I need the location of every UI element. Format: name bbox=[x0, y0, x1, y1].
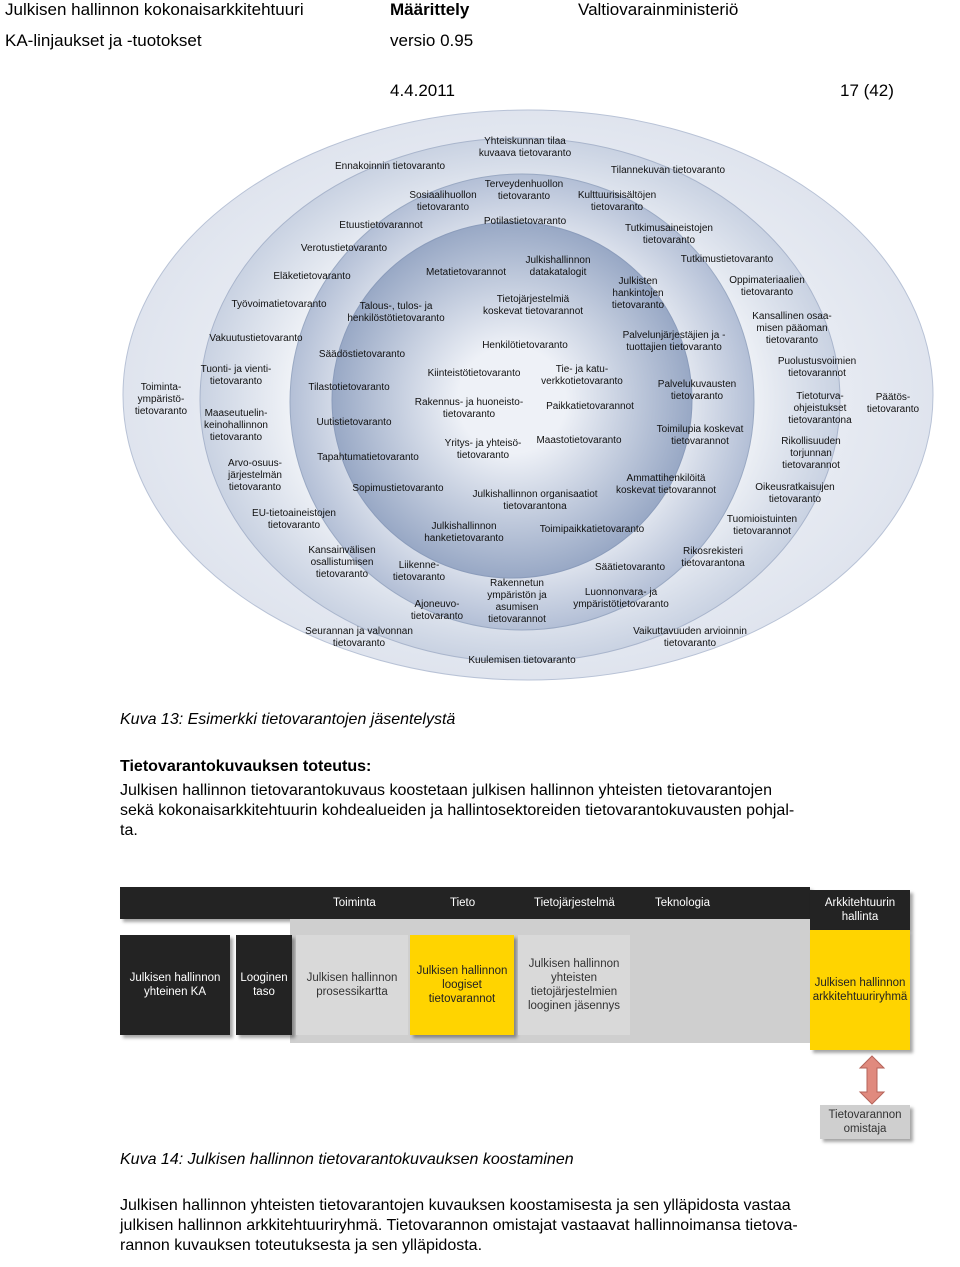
tietovaranto-label: Tapahtumatietovaranto bbox=[317, 452, 419, 463]
tietovaranto-label: Julkisten hankintojen tietovaranto bbox=[611, 276, 665, 311]
page-number: 17 (42) bbox=[840, 81, 894, 100]
tietovaranto-label: Työvoimatietovaranto bbox=[231, 299, 327, 310]
tietovaranto-label: Yritys- ja yhteisö- tietovaranto bbox=[444, 438, 522, 461]
tietovaranto-label: Rikollisuuden torjunnan tietovarannot bbox=[781, 436, 841, 471]
paragraph-1-line: ta. bbox=[120, 822, 138, 839]
inner-ring bbox=[331, 221, 693, 579]
tietovaranto-label: Tuonti- ja vienti- tietovaranto bbox=[200, 364, 272, 387]
tietovaranto-label: Oikeusratkaisujen tietovaranto bbox=[755, 482, 835, 505]
doc-version: versio 0.95 bbox=[390, 31, 474, 50]
tietovaranto-label: Verotustietovaranto bbox=[300, 243, 388, 254]
yhteinen-ka-box: Julkisen hallinnon yhteinen KA bbox=[120, 935, 230, 1035]
tietovaranto-label: Metatietovarannot bbox=[425, 267, 507, 278]
section-heading: Tietovarantokuvauksen toteutus: bbox=[120, 758, 372, 775]
doc-type: Määrittely bbox=[390, 0, 470, 19]
tietovaranto-label: Potilastietovaranto bbox=[483, 216, 567, 227]
arkkitehtuuriryhma-box: Julkisen hallinnon arkkitehtuuriryhmä bbox=[810, 930, 910, 1050]
double-arrow-icon bbox=[858, 1055, 886, 1105]
tietovaranto-label: Toimilupia koskevat tietovarannot bbox=[656, 424, 744, 447]
paragraph-1: Julkisen hallinnon tietovarantokuvaus ko… bbox=[120, 781, 950, 841]
paragraph-2-line: julkisen hallinnon arkkitehtuuriryhmä. T… bbox=[120, 1217, 798, 1234]
tietovaranto-label: Kiinteistötietovaranto bbox=[427, 368, 521, 379]
tietovaranto-label: Vaikuttavuuden arvioinnin tietovaranto bbox=[633, 626, 747, 649]
tietovaranto-label: Tilastotietovaranto bbox=[308, 382, 390, 393]
tietovaranto-label: Palvelukuvausten tietovaranto bbox=[657, 379, 737, 402]
paragraph-2-line: rannon kuvauksen toteutuksesta ja sen yl… bbox=[120, 1237, 483, 1254]
tietovaranto-label: Puolustusvoimien tietovarannot bbox=[777, 356, 857, 379]
tietovaranto-label: Luonnonvara- ja ympäristötietovaranto bbox=[573, 587, 669, 610]
tietovarannot-ring-diagram bbox=[122, 109, 934, 681]
tietovaranto-label: EU-tietoaineistojen tietovaranto bbox=[252, 508, 336, 531]
tietovaranto-label: Ammattihenkilöitä koskevat tietovarannot bbox=[615, 473, 717, 496]
figure-caption-13: Kuva 13: Esimerkki tietovarantojen jäsen… bbox=[120, 711, 456, 728]
figure-caption-14: Kuva 14: Julkisen hallinnon tietovaranto… bbox=[120, 1151, 574, 1168]
tietovaranto-label: Talous-, tulos- ja henkilöstötietovarant… bbox=[347, 301, 445, 324]
tietovaranto-label: Vakuutustietovaranto bbox=[209, 333, 303, 344]
prosessikartta-box: Julkisen hallinnon prosessikartta bbox=[296, 935, 408, 1035]
tietovaranto-label: Tietojärjestelmiä koskevat tietovarannot bbox=[482, 294, 584, 317]
tietovaranto-label: Tie- ja katu- verkkotietovaranto bbox=[541, 364, 623, 387]
tietovaranto-label: Julkishallinnon datakatalogit bbox=[525, 255, 591, 278]
looginen-taso-box: Looginen taso bbox=[236, 935, 292, 1035]
tietovaranto-label: Kansallinen osaa- misen pääoman tietovar… bbox=[752, 311, 832, 346]
outer-left-label: Toiminta- ympäristö- tietovaranto bbox=[134, 382, 188, 417]
tietovaranto-label: Ajoneuvo- tietovaranto bbox=[410, 599, 464, 622]
tietovaranto-label: Tutkimustietovaranto bbox=[680, 254, 774, 265]
tietovaranto-label: Paikkatietovarannot bbox=[546, 401, 634, 412]
paragraph-1-line: sekä kokonaisarkkitehtuurin kohdealueide… bbox=[120, 802, 795, 819]
tietovaranto-label: Terveydenhuollon tietovaranto bbox=[484, 179, 564, 202]
tietovaranto-label: Uutistietovaranto bbox=[316, 417, 392, 428]
tietovaranto-label: Julkishallinnon organisaatiot tietovaran… bbox=[472, 489, 598, 512]
tietojarjestelmien-jasennys-box: Julkisen hallinnon yhteisten tietojärjes… bbox=[518, 935, 630, 1035]
tietovaranto-label: Kulttuurisisältöjen tietovaranto bbox=[577, 190, 657, 213]
tietovaranto-label: Rakennetun ympäristön ja asumisen tietov… bbox=[487, 578, 547, 625]
paragraph-1-line: Julkisen hallinnon tietovarantokuvaus ko… bbox=[120, 782, 772, 799]
tietovaranto-label: Säätietovaranto bbox=[594, 562, 666, 573]
teknologia-column bbox=[632, 919, 810, 1043]
tietovaranto-label: Julkishallinnon hanketietovaranto bbox=[424, 521, 504, 544]
tietovaranto-label: Henkilötietovaranto bbox=[482, 340, 568, 351]
tietovaranto-label: Toimipaikkatietovaranto bbox=[539, 524, 645, 535]
doc-title: Julkisen hallinnon kokonaisarkkitehtuuri bbox=[5, 0, 304, 19]
tietovaranto-label: Palvelunjärjestäjien ja - tuottajien tie… bbox=[622, 330, 726, 353]
tietovaranto-label: Tilannekuvan tietovaranto bbox=[610, 165, 726, 176]
tietovaranto-label: Säädöstietovaranto bbox=[318, 349, 406, 360]
tietovaranto-label: Arvo-osuus- järjestelmän tietovaranto bbox=[228, 458, 282, 493]
top-label-teknologia: Teknologia bbox=[655, 897, 710, 909]
tietovaranto-label: Eläketietovaranto bbox=[273, 271, 351, 282]
tietovaranto-label: Rakennus- ja huoneisto- tietovaranto bbox=[414, 397, 524, 420]
doc-date: 4.4.2011 bbox=[390, 81, 455, 100]
tietovaranto-label: Sopimustietovaranto bbox=[352, 483, 444, 494]
tietovaranto-label: Kansainvälisen osallistumisen tietovaran… bbox=[308, 545, 376, 580]
doc-subtitle: KA-linjaukset ja -tuotokset bbox=[5, 31, 202, 50]
top-label-tieto: Tieto bbox=[450, 897, 476, 909]
tietovaranto-label: Oppimateriaalien tietovaranto bbox=[729, 275, 805, 298]
doc-organization: Valtiovarainministeriö bbox=[578, 0, 739, 19]
arkkitehtuurin-hallinta-box: Arkkitehtuurin hallinta bbox=[810, 890, 910, 930]
outer-right-label: Päätös- tietovaranto bbox=[866, 392, 920, 415]
tietovarannon-omistaja-box: Tietovarannon omistaja bbox=[820, 1105, 910, 1139]
tietovaranto-label: Tutkimusaineistojen tietovaranto bbox=[624, 223, 714, 246]
paragraph-2: Julkisen hallinnon yhteisten tietovarant… bbox=[120, 1196, 955, 1256]
tietovaranto-label: Sosiaalihuollon tietovaranto bbox=[409, 190, 477, 213]
loogiset-tietovarannot-box: Julkisen hallinnon loogiset tietovaranno… bbox=[410, 935, 514, 1035]
top-band: Toiminta Tieto Tietojärjestelmä Teknolog… bbox=[120, 887, 810, 919]
tietovaranto-label: Etuustietovarannot bbox=[339, 220, 423, 231]
tietovaranto-label: Maaseutuelin- keinohallinnon tietovarant… bbox=[204, 408, 268, 443]
tietovaranto-label: Kuulemisen tietovaranto bbox=[468, 655, 576, 666]
paragraph-2-line: Julkisen hallinnon yhteisten tietovarant… bbox=[120, 1197, 791, 1214]
tietovaranto-label: Ennakoinnin tietovaranto bbox=[334, 161, 446, 172]
tietovaranto-label: Maastotietovaranto bbox=[536, 435, 622, 446]
tietovaranto-label: Yhteiskunnan tilaa kuvaava tietovaranto bbox=[478, 136, 572, 159]
tietovaranto-label: Rikosrekisteri tietovarantona bbox=[681, 546, 745, 569]
top-label-tietojarjestelma: Tietojärjestelmä bbox=[534, 897, 615, 909]
top-label-toiminta: Toiminta bbox=[333, 897, 376, 909]
tietovaranto-label: Tuomioistuinten tietovarannot bbox=[726, 514, 798, 537]
tietovaranto-label: Liikenne- tietovaranto bbox=[392, 560, 446, 583]
tietovaranto-label: Seurannan ja valvonnan tietovaranto bbox=[305, 626, 413, 649]
tietovaranto-label: Tietoturva- ohjeistukset tietovarantona bbox=[788, 391, 852, 426]
